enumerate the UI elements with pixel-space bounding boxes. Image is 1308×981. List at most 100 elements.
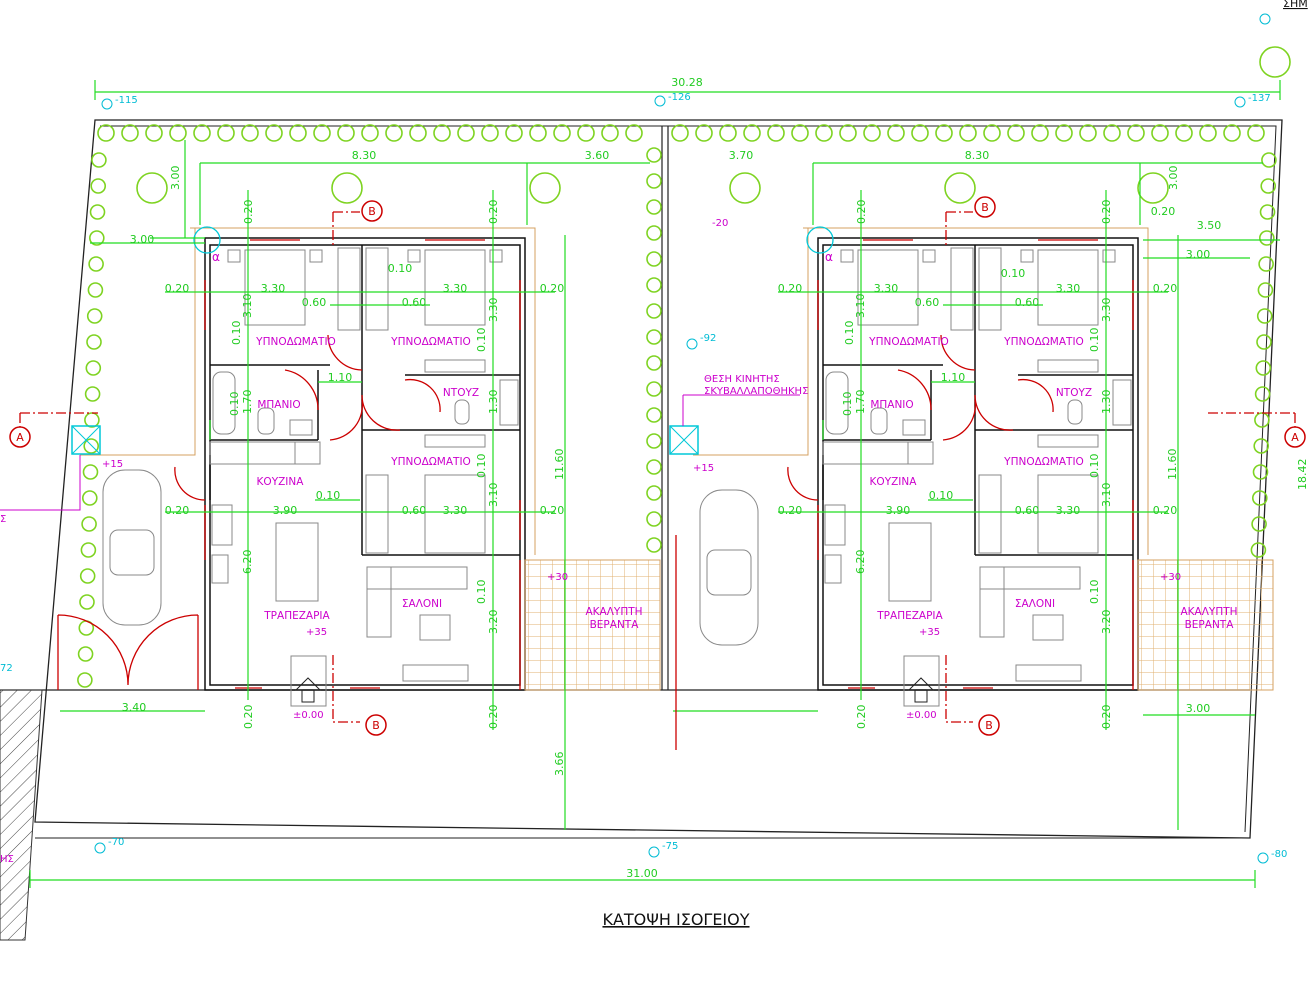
room-living: ΣΑΛΟΝΙ	[402, 598, 442, 610]
section-b-marker: B	[978, 714, 1000, 736]
level-yard: -92	[700, 333, 716, 344]
level-bottom-left: -70	[108, 837, 124, 848]
elevation-dining: +35	[306, 627, 327, 638]
house-left-drawing	[59, 162, 661, 831]
shrub-icon	[1259, 204, 1276, 220]
shrub-icon	[81, 516, 97, 532]
section-a-right-marker: A	[1284, 426, 1306, 448]
shrub-icon	[1256, 334, 1272, 350]
house-right-drawing	[672, 162, 1274, 831]
shrub-icon	[1258, 256, 1274, 272]
shrub-icon	[481, 124, 499, 142]
dim: 3.00	[1186, 248, 1211, 261]
tree-icon	[1259, 46, 1291, 78]
shrub-icon	[1079, 124, 1097, 142]
dim: 0.20	[540, 504, 565, 517]
shrub-icon	[646, 277, 662, 293]
room-bedroom-1: ΥΠΝΟΔΩΜΑΤΙΟ	[255, 336, 336, 348]
shrub-icon	[1256, 308, 1273, 324]
dim: 3.30	[874, 282, 899, 295]
dim: 0.20	[242, 705, 255, 730]
shrub-icon	[77, 646, 94, 662]
tree-icon	[944, 172, 976, 204]
elevation-entry: +15	[693, 463, 714, 474]
elevation-door: ±0.00	[906, 710, 937, 721]
shrub-icon	[79, 568, 96, 584]
dim: 3.70	[729, 149, 754, 162]
dim: 0.10	[1001, 267, 1026, 280]
shrub-icon	[80, 542, 97, 558]
shrub-icon	[1247, 124, 1265, 142]
bin-location-icon	[71, 425, 101, 455]
room-veranda-line2: ΒΕΡΑΝΤΑ	[1185, 619, 1235, 631]
bin-note-line1: ΘΕΣΗ ΚΙΝΗΤΗΣ	[704, 374, 780, 385]
dim: 0.20	[487, 200, 500, 225]
shrub-icon	[265, 124, 283, 142]
shrub-icon	[646, 407, 662, 423]
tree-icon	[1137, 172, 1169, 204]
shrub-icon	[646, 251, 662, 267]
overall-width-top: 30.28	[671, 76, 703, 89]
dim: 0.20	[165, 282, 190, 295]
level-markers	[94, 13, 1271, 864]
dim: 0.60	[402, 296, 427, 309]
svg-text:B: B	[985, 719, 993, 732]
shrub-icon	[646, 355, 662, 371]
room-bedroom-2: ΥΠΝΟΔΩΜΑΤΙΟ	[1003, 336, 1084, 348]
dim: 0.10	[475, 328, 488, 353]
tree-icon	[729, 172, 761, 204]
section-a-left-marker: A	[9, 426, 31, 448]
room-bedroom-2: ΥΠΝΟΔΩΜΑΤΙΟ	[390, 336, 471, 348]
shrub-icon	[646, 225, 662, 241]
car-icon	[102, 469, 162, 626]
dim: 0.10	[1088, 328, 1101, 353]
shrub-icon	[959, 124, 977, 142]
dim: 0.10	[228, 392, 241, 417]
shrub-icon	[646, 511, 662, 527]
shrub-icon	[1252, 464, 1269, 480]
dim: 1.10	[328, 371, 353, 384]
shrub-icon	[1199, 124, 1217, 142]
hatched-neighbor	[0, 689, 43, 941]
shrub-icon	[911, 124, 929, 142]
shrub-icon	[1007, 124, 1025, 142]
room-bedroom-3: ΥΠΝΟΔΩΜΑΤΙΟ	[1003, 456, 1084, 468]
svg-text:A: A	[16, 431, 24, 444]
shrub-icon	[1251, 516, 1267, 532]
shrub-icon	[85, 360, 102, 376]
shrub-icon	[1251, 490, 1268, 506]
dim: 3.00	[1186, 702, 1211, 715]
shrub-icon	[89, 230, 105, 246]
dim: 3.30	[487, 298, 500, 323]
house-left-labels: α ΥΠΝΟΔΩΜΑΤΙΟ ΥΠΝΟΔΩΜΑΤΙΟ ΥΠΝΟΔΩΜΑΤΙΟ ΜΠ…	[102, 149, 643, 776]
dim: 0.10	[1088, 580, 1101, 605]
shrub-icon	[1127, 124, 1145, 142]
shrub-icon	[81, 490, 98, 506]
dim: 3.90	[273, 504, 298, 517]
dim: 0.10	[1088, 454, 1101, 479]
room-dining: ΤΡΑΠΕΖΑΡΙΑ	[876, 610, 943, 622]
dim: 0.20	[165, 504, 190, 517]
dim: 3.20	[1100, 610, 1113, 635]
shrub-icon	[1259, 230, 1275, 246]
shrub-icon	[1261, 152, 1277, 168]
shrub-icon	[695, 124, 713, 142]
shrub-icon	[863, 124, 881, 142]
tree-icon	[136, 172, 168, 204]
room-dining: ΤΡΑΠΕΖΑΡΙΑ	[263, 610, 330, 622]
svg-text:A: A	[1291, 431, 1299, 444]
dim: 11.60	[1166, 449, 1179, 481]
shrub-icon	[89, 204, 106, 220]
dim: 8.30	[352, 149, 377, 162]
room-shower: ΝΤΟΥΖ	[443, 387, 479, 399]
dim: 3.30	[443, 504, 468, 517]
legend-label: ΣΗΜ	[1283, 0, 1308, 10]
dim: 1.70	[854, 390, 867, 415]
shrub-icon	[646, 459, 662, 475]
level-top-middle: -126	[668, 92, 691, 103]
dim: 0.20	[1153, 504, 1178, 517]
tree-icon	[331, 172, 363, 204]
dim: 3.30	[1100, 298, 1113, 323]
dim: 3.60	[585, 149, 610, 162]
